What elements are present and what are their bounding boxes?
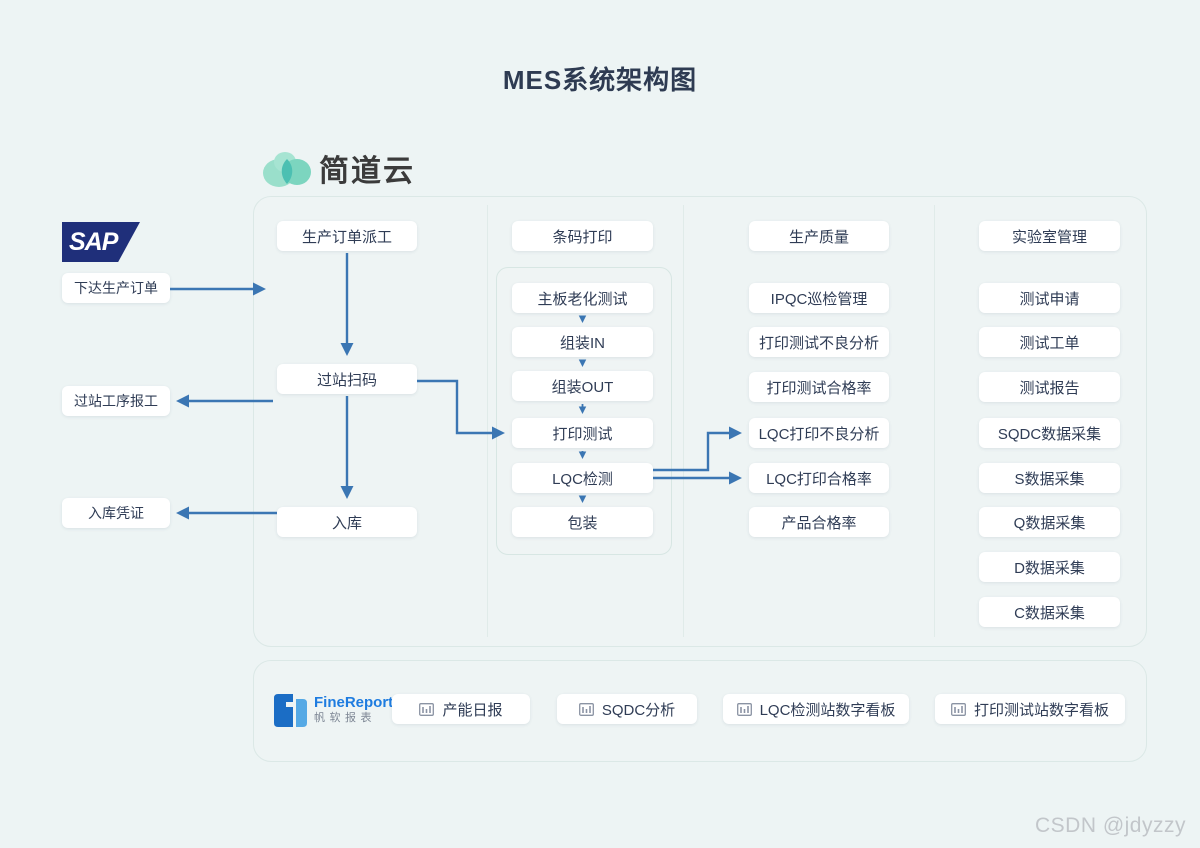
node-barcode-print: 条码打印 xyxy=(512,221,653,251)
jiandaoyun-logo: 简道云 xyxy=(263,146,415,190)
node-c-data-collect: C数据采集 xyxy=(979,597,1120,627)
node-q-data-collect: Q数据采集 xyxy=(979,507,1120,537)
jiandaoyun-cloud-icon xyxy=(263,147,311,189)
node-assembly-out: 组装OUT xyxy=(512,371,653,401)
node-station-process-report: 过站工序报工 xyxy=(62,386,170,416)
finereport-logo: FineReport 帆软报表 xyxy=(274,694,393,727)
node-test-request: 测试申请 xyxy=(979,283,1120,313)
page-title: MES系统架构图 xyxy=(502,65,698,95)
node-lqc-print-pass-rate: LQC打印合格率 xyxy=(749,463,889,493)
bar-chart-icon xyxy=(419,702,435,717)
node-lqc-print-defect-analysis: LQC打印不良分析 xyxy=(749,418,889,448)
node-inbound: 入库 xyxy=(277,507,417,537)
node-mainboard-aging-test: 主板老化测试 xyxy=(512,283,653,313)
bar-chart-icon xyxy=(578,702,594,717)
jiandaoyun-logo-text: 简道云 xyxy=(319,155,415,188)
node-production-quality: 生产质量 xyxy=(749,221,889,251)
finereport-logo-text: FineReport xyxy=(314,694,394,711)
column-divider xyxy=(934,205,935,637)
node-assembly-in: 组装IN xyxy=(512,327,653,357)
node-sqdc-data-collect: SQDC数据采集 xyxy=(979,418,1120,448)
report-print-test-station-dashboard: 打印测试站数字看板 xyxy=(935,694,1125,724)
sap-logo: SAP xyxy=(62,222,140,262)
node-print-test-defect-analysis: 打印测试不良分析 xyxy=(749,327,889,357)
node-ipqc-patrol: IPQC巡检管理 xyxy=(749,283,889,313)
node-lqc-inspection: LQC检测 xyxy=(512,463,653,493)
node-lab-management: 实验室管理 xyxy=(979,221,1120,251)
report-label: 产能日报 xyxy=(442,701,503,719)
column-divider xyxy=(487,205,488,637)
bar-chart-icon xyxy=(736,702,752,717)
node-d-data-collect: D数据采集 xyxy=(979,552,1120,582)
node-order-dispatch: 生产订单派工 xyxy=(277,221,417,251)
report-label: 打印测试站数字看板 xyxy=(973,701,1109,719)
node-test-workorder: 测试工单 xyxy=(979,327,1120,357)
node-station-scan: 过站扫码 xyxy=(277,364,417,394)
csdn-watermark: CSDN @jdyzzy xyxy=(1034,814,1186,837)
column-divider xyxy=(683,205,684,637)
node-issue-production-order: 下达生产订单 xyxy=(62,273,170,303)
node-packaging: 包装 xyxy=(512,507,653,537)
node-test-report: 测试报告 xyxy=(979,372,1120,402)
report-label: LQC检测站数字看板 xyxy=(759,701,896,719)
finereport-logo-icon xyxy=(274,694,307,727)
node-print-test: 打印测试 xyxy=(512,418,653,448)
report-sqdc-analysis: SQDC分析 xyxy=(557,694,697,724)
report-label: SQDC分析 xyxy=(601,701,676,719)
sap-logo-text: SAP xyxy=(69,227,118,256)
bar-chart-icon xyxy=(950,702,967,717)
node-warehouse-receipt: 入库凭证 xyxy=(62,498,170,528)
report-daily-capacity: 产能日报 xyxy=(392,694,530,724)
node-print-test-pass-rate: 打印测试合格率 xyxy=(749,372,889,402)
report-lqc-station-dashboard: LQC检测站数字看板 xyxy=(723,694,909,724)
finereport-logo-subtext: 帆软报表 xyxy=(314,712,376,724)
node-product-pass-rate: 产品合格率 xyxy=(749,507,889,537)
node-s-data-collect: S数据采集 xyxy=(979,463,1120,493)
